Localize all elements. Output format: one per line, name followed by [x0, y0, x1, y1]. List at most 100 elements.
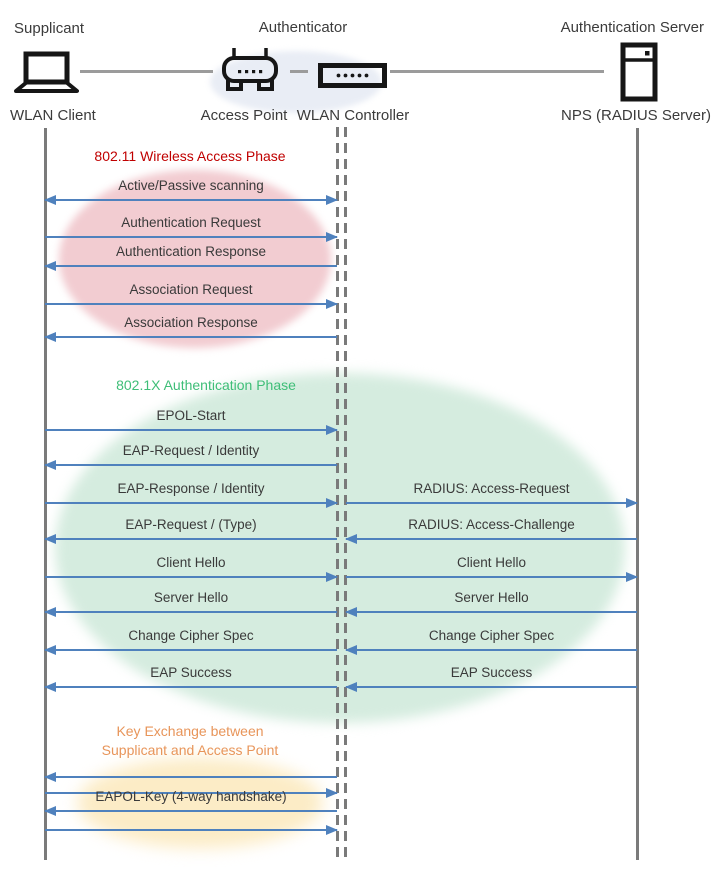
arrowhead-right-icon [326, 787, 338, 798]
message-arrow [45, 810, 337, 812]
message-label: Authentication Response [115, 244, 267, 259]
message-label: Association Response [124, 315, 258, 330]
message-row: Server Hello [44, 590, 337, 617]
arrowhead-left-icon [44, 606, 56, 617]
message-row: Association Response [44, 315, 337, 342]
arrowhead-left-icon [44, 331, 56, 342]
message-arrow [346, 576, 637, 578]
arrowhead-right-icon [326, 231, 338, 242]
message-arrow [45, 576, 337, 578]
message-row: EAP-Request / Identity [44, 443, 337, 470]
lifeline-wlan-controller-dash-1 [336, 127, 339, 860]
message-arrow [45, 502, 337, 504]
message-row: Association Request [45, 282, 338, 309]
message-row: EAP-Response / Identity [45, 481, 338, 508]
role-authenticator: Authenticator [258, 19, 348, 36]
key-exchange-phase-title: Key Exchange between Supplicant and Acce… [60, 722, 320, 760]
laptop-icon [14, 51, 79, 93]
message-row: Client Hello [346, 555, 638, 582]
message-label: EAP Success [450, 665, 533, 680]
message-row: Active/Passive scanning [44, 178, 338, 205]
message-label: EAP-Request / (Type) [125, 517, 257, 532]
message-label: Client Hello [456, 555, 527, 570]
label-access-point: Access Point [200, 107, 288, 124]
connector-line-left [80, 70, 213, 73]
key-exchange-ellipse [77, 758, 323, 848]
role-authentication-server: Authentication Server [560, 19, 704, 36]
arrowhead-left-icon [345, 533, 357, 544]
message-row: RADIUS: Access-Challenge [345, 517, 637, 544]
message-arrow [45, 611, 337, 613]
message-row: Authentication Request [45, 215, 338, 242]
arrowhead-right-icon [326, 298, 338, 309]
arrowhead-right-icon [326, 824, 338, 835]
message-row: Change Cipher Spec [345, 628, 637, 655]
message-arrow [45, 336, 337, 338]
arrowhead-left-icon [345, 606, 357, 617]
message-row: Client Hello [45, 555, 338, 582]
message-arrow [45, 236, 337, 238]
arrowhead-left-icon [345, 681, 357, 692]
connector-line-right [390, 70, 604, 73]
message-label: Association Request [129, 282, 253, 297]
dot1x-phase-ellipse [55, 373, 625, 723]
message-arrow [346, 502, 637, 504]
arrowhead-right-icon [326, 571, 338, 582]
arrowhead-right-icon [326, 497, 338, 508]
arrowhead-left-icon [44, 644, 56, 655]
lifeline-wlan-client [44, 128, 47, 860]
message-label: Active/Passive scanning [118, 178, 264, 193]
message-arrow [45, 265, 337, 267]
message-label: Server Hello [454, 590, 529, 605]
role-supplicant: Supplicant [14, 20, 85, 37]
arrowhead-left-icon [44, 771, 56, 782]
message-label: EAPOL-Key (4-way handshake) [95, 789, 287, 804]
message-arrow [346, 649, 637, 651]
access-point-icon [222, 48, 278, 91]
message-arrow [45, 199, 337, 201]
message-arrow [45, 649, 337, 651]
message-arrow [45, 538, 337, 540]
key-exchange-title-line2: Supplicant and Access Point [101, 742, 279, 758]
message-row: Change Cipher Spec [44, 628, 337, 655]
wireless-phase-title: 802.11 Wireless Access Phase [94, 148, 286, 164]
message-row: EAP Success [44, 665, 337, 692]
message-arrow [346, 611, 637, 613]
key-exchange-title-line1: Key Exchange between [116, 723, 264, 739]
message-label: RADIUS: Access-Challenge [408, 517, 575, 532]
arrowhead-right-icon [326, 194, 338, 205]
connector-line-middle [290, 70, 308, 73]
message-arrow [346, 686, 637, 688]
message-row: EAP-Request / (Type) [44, 517, 337, 544]
arrowhead-right-icon [626, 497, 638, 508]
message-row: EAP Success [345, 665, 637, 692]
message-arrow [45, 464, 337, 466]
arrowhead-left-icon [44, 533, 56, 544]
message-label: EAP-Response / Identity [117, 481, 265, 496]
message-label: EAP Success [150, 665, 232, 680]
message-row: EPOL-Start [45, 408, 338, 435]
arrowhead-left-icon [44, 805, 56, 816]
message-row [44, 771, 337, 782]
arrowhead-left-icon [44, 681, 56, 692]
message-label: Server Hello [153, 590, 229, 605]
message-arrow [45, 303, 337, 305]
arrowhead-right-icon [326, 424, 338, 435]
message-arrow [45, 792, 337, 794]
message-arrow [45, 429, 337, 431]
label-wlan-client: WLAN Client [10, 107, 96, 124]
arrowhead-right-icon [626, 571, 638, 582]
wlan-controller-icon [318, 63, 387, 88]
lifeline-nps-server [636, 128, 639, 860]
message-arrow [45, 829, 337, 831]
arrowhead-left-icon [345, 644, 357, 655]
label-nps-radius-server: NPS (RADIUS Server) [560, 107, 712, 124]
message-label: Change Cipher Spec [128, 628, 254, 643]
lifeline-wlan-controller-dash-2 [344, 127, 347, 860]
message-arrow [346, 538, 637, 540]
message-label: EAP-Request / Identity [122, 443, 260, 458]
message-arrow [45, 686, 337, 688]
message-label: Change Cipher Spec [428, 628, 555, 643]
arrowhead-left-icon [44, 260, 56, 271]
